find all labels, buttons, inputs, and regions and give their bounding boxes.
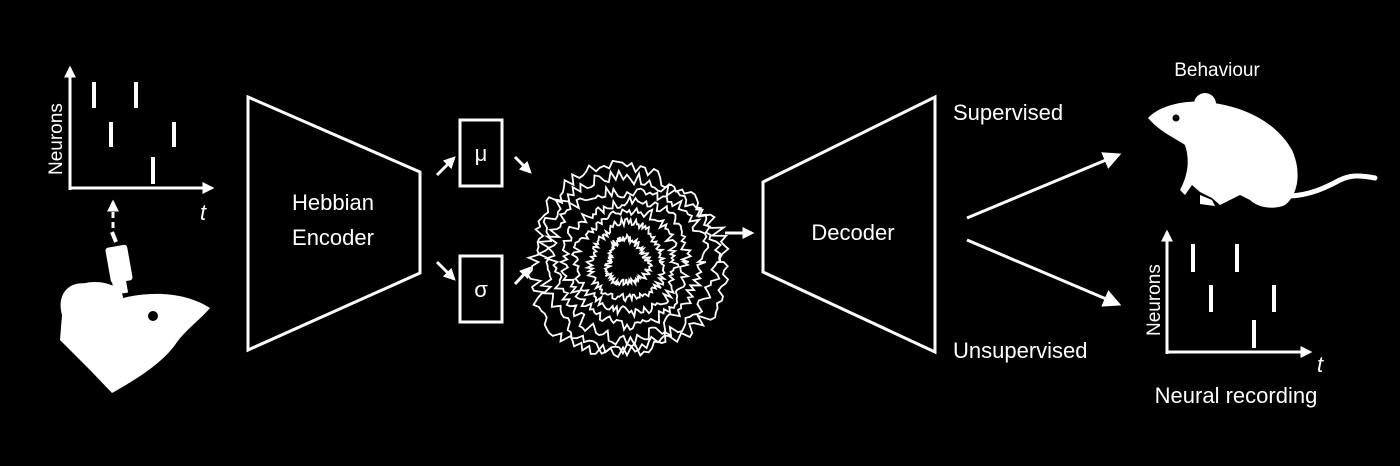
decoder: Decoder xyxy=(761,94,937,355)
latent-contour-ring xyxy=(584,215,668,304)
arrow-to-neural-recording xyxy=(966,238,1122,307)
supervised-label: Supervised xyxy=(953,100,1063,125)
latent-contour-ring xyxy=(558,194,693,333)
output-raster: Neurons t xyxy=(1144,229,1324,377)
raster-out-ylabel: Neurons xyxy=(1144,264,1165,336)
mu-box: μ xyxy=(458,118,504,188)
unsupervised-label: Unsupervised xyxy=(953,338,1088,363)
latent-space-contours xyxy=(525,159,730,359)
raster-out-xlabel: t xyxy=(1317,352,1324,377)
latent-contour-ring xyxy=(603,232,654,287)
hebbian-encoder: Hebbian Encoder xyxy=(246,94,422,353)
spike-marks-out xyxy=(1191,244,1276,348)
mouse-body-icon xyxy=(1148,93,1378,208)
arrow-to-sigma xyxy=(435,260,456,281)
arrow-to-mu xyxy=(435,156,456,177)
mu-label: μ xyxy=(475,141,488,166)
raster-xlabel: t xyxy=(200,200,207,225)
behaviour-label: Behaviour xyxy=(1174,60,1260,81)
latent-contour-ring xyxy=(543,184,710,348)
sigma-label: σ xyxy=(474,277,488,302)
latent-contour-ring xyxy=(525,159,730,359)
neural-recording-label: Neural recording xyxy=(1155,383,1318,408)
arrow-sigma-to-latent xyxy=(513,266,532,286)
input-raster: Neurons t xyxy=(46,65,215,225)
spike-marks xyxy=(92,82,176,184)
arrow-mu-to-latent xyxy=(513,155,532,174)
raster-ylabel: Neurons xyxy=(46,103,67,175)
mouse-head-icon xyxy=(60,282,210,393)
latent-contour-ring xyxy=(536,168,723,356)
arrow-to-behaviour xyxy=(966,152,1122,220)
encoder-label-line2: Encoder xyxy=(292,225,374,250)
sigma-box: σ xyxy=(458,254,504,324)
encoder-label-line1: Hebbian xyxy=(292,190,374,215)
latent-contour-ring xyxy=(570,206,680,320)
decoder-label: Decoder xyxy=(811,220,894,245)
